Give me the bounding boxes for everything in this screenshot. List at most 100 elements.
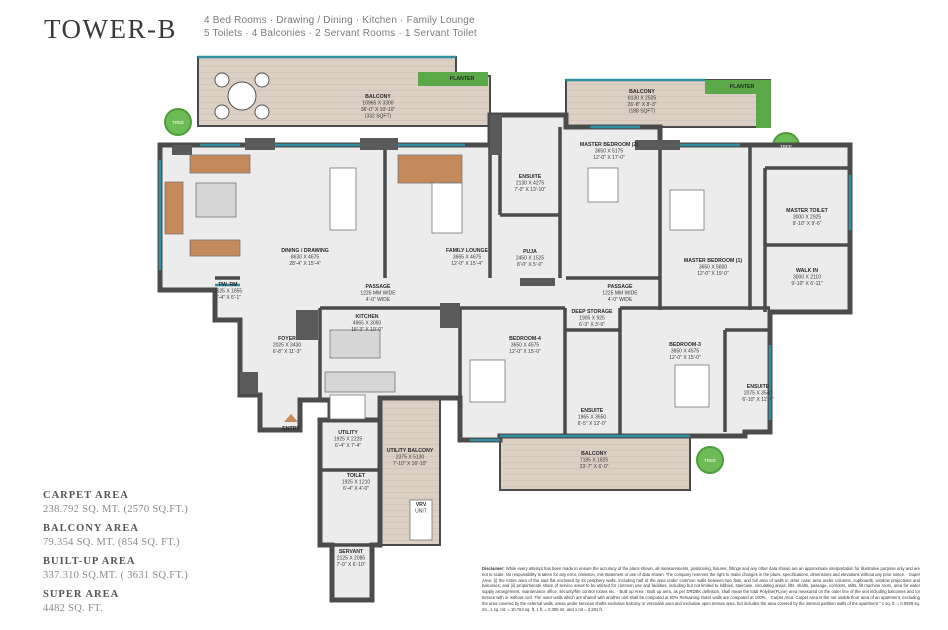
area-label: SUPER AREA [43, 589, 120, 600]
room-label-deep-storage-dim: 6'-3" X 3'-0" [579, 322, 605, 328]
tree-label: TREE [780, 144, 792, 149]
room-label-master-bed-1-dim: 12'-0" X 19'-0" [697, 271, 729, 277]
disclaimer: Disclaimer: While every attempt has been… [482, 566, 920, 612]
room-label-master-bed-2-dim: 3650 X 5175 [595, 149, 624, 155]
room-label-ensuite-1-dim: 2130 X 4275 [516, 181, 545, 187]
room-label-bedroom-3-dim: 12'-0" X 15'-0" [669, 355, 701, 361]
room-label-bedroom-3-name: BEDROOM-3 [669, 342, 701, 348]
planter-top [418, 72, 488, 86]
room-label-walk-in-dim: 3000 X 2110 [793, 275, 821, 281]
room-label-balcony-right-dim: 26'-8" X 8'-3" [628, 102, 657, 108]
room-label-master-toilet-dim: 3000 X 2925 [793, 215, 822, 221]
room-label-servant-dim: 7'-0" X 6'-10" [337, 562, 366, 568]
room-label-servant-dim: 2125 X 2085 [337, 556, 366, 562]
unit-features-line-2: 5 Toilets · 4 Balconies · 2 Servant Room… [204, 28, 477, 39]
room-label-utility-dim: 1925 X 2225 [334, 437, 363, 443]
room-label-ensuite-3-dim: 6'-10" X 11'-7" [742, 397, 773, 403]
room-label-bedroom-4-dim: 12'-0" X 15'-0" [509, 349, 541, 355]
room-label-passage-1-dim: 1225 MM WIDE [360, 291, 396, 297]
room-label-utility-name: UTILITY [338, 430, 358, 436]
area-built-up: BUILT-UP AREA 337.310 SQ.MT. ( 3631 SQ.F… [43, 556, 188, 581]
room-label-puja-name: PUJA [523, 249, 537, 255]
area-carpet: CARPET AREA 238.792 SQ. MT. (2570 SQ.FT.… [43, 490, 188, 515]
room-label-ensuite-1-dim: 7'-0" X 13'-10" [514, 187, 546, 193]
room-label-master-bed-1-name: MASTER BEDROOM (1) [684, 258, 742, 264]
room-label-balcony-top-dim: 36'-0" X 10'-10" [361, 107, 396, 113]
tree-label: TREE [704, 458, 716, 463]
room-label-foyer-name: FOYER [278, 336, 296, 342]
room-label-family-lounge-dim: 12'-0" X 15'-4" [451, 261, 483, 267]
room-label-foyer-dim: 2025 X 3430 [273, 343, 302, 349]
room-label-passage-1-name: PASSAGE [366, 284, 392, 290]
room-label-toilet-dim: 1925 X 1210 [342, 480, 371, 486]
room-label-balcony-right-name: BALCONY [629, 89, 655, 95]
area-value: 238.792 SQ. MT. (2570 SQ.FT.) [43, 504, 189, 515]
area-label: BALCONY AREA [43, 523, 139, 534]
room-label-pw-rm-dim: 1625 X 1855 [214, 289, 243, 295]
room-label-kitchen-dim: 4965 X 3050 [353, 321, 382, 327]
room-label-balcony-top-dim: 10965 X 3300 [362, 101, 393, 107]
room-label-pw-rm-dim: 5'-4" X 6'-1" [215, 295, 241, 301]
room-label-deep-storage-name: DEEP STORAGE [571, 309, 613, 315]
room-label-family-lounge-dim: 3665 X 4675 [453, 255, 482, 261]
room-label-toilet-dim: 6'-4" X 4'-0" [343, 486, 369, 492]
room-label-dining-name: DINING / DRAWING [281, 248, 329, 254]
room-label-master-toilet-dim: 9'-10" X 9'-6" [793, 221, 822, 227]
planter-right-side [756, 80, 771, 128]
room-label-puja-dim: 8'-0" X 5'-0" [517, 262, 543, 268]
area-value: 337.310 SQ.MT. ( 3631 SQ.FT.) [43, 570, 189, 581]
room-label-foyer-dim: 6'-8" X 11'-3" [273, 349, 302, 355]
area-value: 79.354 SQ. MT. (854 SQ. FT.) [43, 537, 180, 548]
room-label-bedroom-3-dim: 3650 X 4575 [671, 349, 700, 355]
room-label-entry-name: ENTRY [282, 426, 300, 432]
room-label-ensuite-2-name: ENSUITE [581, 408, 604, 414]
room-label-utility-balcony-dim: 2375 X 5130 [396, 455, 425, 461]
room-label-master-bed-2-dim: 12'-0" X 17'-0" [593, 155, 625, 161]
room-label-servant-name: SERVANT [339, 549, 364, 555]
area-label: CARPET AREA [43, 490, 129, 501]
room-label-master-bed-2-name: MASTER BEDROOM (2) [580, 142, 638, 148]
room-label-balcony-bottom-dim: 7185 X 1825 [580, 458, 609, 464]
entry-arrow [284, 414, 298, 422]
tree-bottom [696, 446, 724, 474]
furniture [164, 154, 710, 541]
area-balcony: BALCONY AREA 79.354 SQ. MT. (854 SQ. FT.… [43, 523, 180, 548]
room-label-deep-storage-dim: 1905 X 925 [579, 316, 605, 322]
planter-right [705, 80, 771, 94]
room-label-puja-dim: 2450 X 1525 [516, 256, 545, 262]
room-label-planter-top-name: PLANTER [450, 76, 475, 82]
disclaimer-text: While every attempt has been made to ens… [482, 566, 920, 612]
unit-features-line-1: 4 Bed Rooms · Drawing / Dining · Kitchen… [204, 15, 475, 26]
room-label-kitchen-name: KITCHEN [355, 314, 378, 320]
room-label-planter-right-name: PLANTER [730, 84, 755, 90]
room-label-balcony-top-name: BALCONY [365, 94, 391, 100]
room-label-passage-2-dim: 4'-0" WIDE [608, 297, 633, 303]
room-label-ensuite-2-dim: 6'-5" X 12'-0" [578, 421, 607, 427]
room-label-pw-rm-name: PW. RM [218, 282, 237, 288]
room-label-dining-dim: 28'-4" X 15'-4" [289, 261, 321, 267]
room-label-passage-1-dim: 4'-0" WIDE [366, 297, 391, 303]
room-label-balcony-right-dim: (188 SQFT) [629, 109, 656, 115]
room-label-master-bed-1-dim: 3650 X 5800 [699, 265, 728, 271]
room-label-toilet-name: TOILET [347, 473, 366, 479]
room-label-passage-2-dim: 1225 MM WIDE [602, 291, 638, 297]
area-value: 4482 SQ. FT. [43, 603, 103, 614]
service-wing-floor [317, 417, 383, 603]
room-label-kitchen-dim: 16'-3" X 10'-0" [351, 327, 383, 333]
room-label-passage-2-name: PASSAGE [608, 284, 634, 290]
room-label-ensuite-3-dim: 2075 X 3540 [744, 391, 773, 397]
room-label-balcony-bottom-dim: 23'-7" X 6'-0" [580, 464, 609, 470]
room-label-balcony-top-dim: (332 SQFT) [365, 114, 392, 120]
tree-left [164, 108, 192, 136]
tree-label: TREE [172, 120, 184, 125]
balcony-dining-set [214, 72, 270, 120]
area-super: SUPER AREA 4482 SQ. FT. [43, 589, 119, 614]
area-label: BUILT-UP AREA [43, 556, 136, 567]
room-label-utility-balcony-dim: 7'-10" X 16'-10" [393, 461, 428, 467]
room-label-family-lounge-name: FAMILY LOUNGE [446, 248, 489, 254]
room-label-balcony-bottom-name: BALCONY [581, 451, 607, 457]
room-label-master-toilet-name: MASTER TOILET [786, 208, 829, 214]
room-label-ensuite-2-dim: 1965 X 3650 [578, 415, 607, 421]
